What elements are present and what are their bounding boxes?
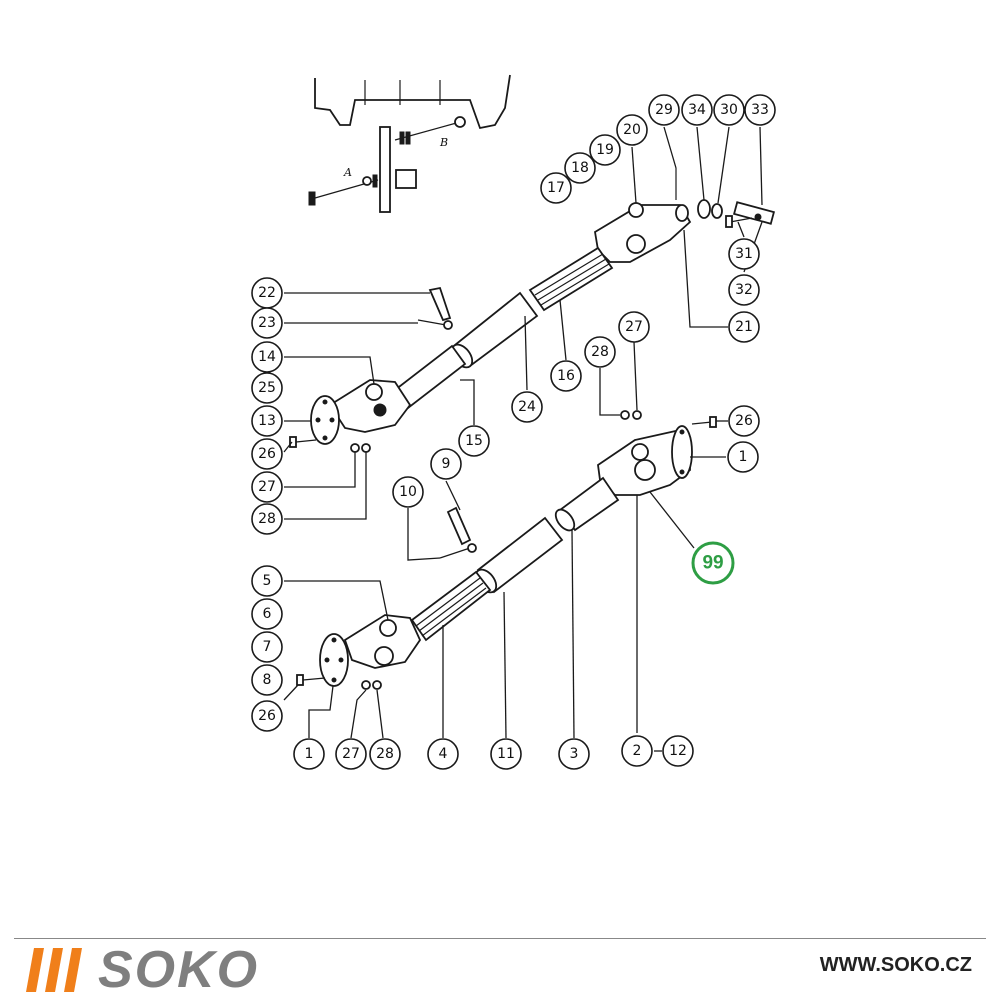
callout-28-lower: 28 xyxy=(369,738,401,770)
svg-text:12: 12 xyxy=(669,743,687,759)
footer: SOKO WWW.SOKO.CZ xyxy=(0,930,1000,1000)
lower-shaft-assembly xyxy=(296,410,717,690)
callout-20: 20 xyxy=(616,114,648,146)
svg-text:6: 6 xyxy=(263,606,272,622)
brand-name: SOKO xyxy=(98,941,260,999)
callout-99-highlight: 99 xyxy=(691,541,735,585)
view-label-a: A xyxy=(343,166,352,179)
callout-3: 3 xyxy=(558,738,590,770)
callout-31: 31 xyxy=(728,238,760,270)
svg-text:33: 33 xyxy=(751,102,769,118)
callouts: 29 34 30 33 20 19 18 17 31 32 21 22 23 1… xyxy=(251,94,776,770)
callout-12: 12 xyxy=(662,735,694,767)
callout-15: 15 xyxy=(458,425,490,457)
callout-24: 24 xyxy=(511,391,543,423)
upper-shaft-assembly xyxy=(289,168,776,453)
svg-text:26: 26 xyxy=(258,446,276,462)
callout-27-upper: 27 xyxy=(251,471,283,503)
callout-7: 7 xyxy=(251,631,283,663)
svg-text:32: 32 xyxy=(735,282,753,298)
svg-text:26: 26 xyxy=(258,708,276,724)
svg-text:31: 31 xyxy=(735,246,753,262)
svg-text:21: 21 xyxy=(735,319,753,335)
callout-10: 10 xyxy=(392,476,424,508)
svg-text:18: 18 xyxy=(571,160,589,176)
svg-text:2: 2 xyxy=(633,743,642,759)
svg-text:24: 24 xyxy=(518,399,536,415)
callout-28-upper: 28 xyxy=(251,503,283,535)
callout-30: 30 xyxy=(713,94,745,126)
svg-text:10: 10 xyxy=(399,484,417,500)
svg-text:13: 13 xyxy=(258,413,276,429)
svg-text:28: 28 xyxy=(258,511,276,527)
callout-27-right: 27 xyxy=(618,311,650,343)
svg-text:27: 27 xyxy=(625,319,643,335)
svg-text:11: 11 xyxy=(497,746,515,762)
svg-text:25: 25 xyxy=(258,380,276,396)
svg-text:3: 3 xyxy=(570,746,579,762)
svg-text:27: 27 xyxy=(258,479,276,495)
view-label-b: B xyxy=(439,136,448,149)
callout-21: 21 xyxy=(728,311,760,343)
svg-text:9: 9 xyxy=(442,456,451,472)
brand-logo: SOKO xyxy=(26,942,259,998)
callout-17: 17 xyxy=(540,172,572,204)
callout-26-right: 26 xyxy=(728,405,760,437)
callout-14: 14 xyxy=(251,341,283,373)
callout-23: 23 xyxy=(251,307,283,339)
tractor-mount-outline: A B xyxy=(308,74,511,213)
callout-26-lower: 26 xyxy=(251,700,283,732)
svg-text:29: 29 xyxy=(655,102,673,118)
svg-text:17: 17 xyxy=(547,180,565,196)
svg-text:28: 28 xyxy=(591,344,609,360)
svg-text:16: 16 xyxy=(557,368,575,384)
svg-text:7: 7 xyxy=(263,639,272,655)
callout-9: 9 xyxy=(430,448,462,480)
svg-text:1: 1 xyxy=(739,449,748,465)
svg-text:28: 28 xyxy=(376,746,394,762)
footer-divider xyxy=(14,938,986,939)
callout-1-right: 1 xyxy=(727,441,759,473)
svg-text:30: 30 xyxy=(720,102,738,118)
callout-2: 2 xyxy=(621,735,653,767)
callout-26-upper: 26 xyxy=(251,438,283,470)
website-url[interactable]: WWW.SOKO.CZ xyxy=(819,954,972,976)
svg-text:34: 34 xyxy=(688,102,706,118)
brand-stripes-icon xyxy=(26,948,82,992)
svg-text:14: 14 xyxy=(258,349,276,365)
callout-13: 13 xyxy=(251,405,283,437)
svg-text:15: 15 xyxy=(465,433,483,449)
callout-8: 8 xyxy=(251,664,283,696)
svg-text:27: 27 xyxy=(342,746,360,762)
callout-34: 34 xyxy=(681,94,713,126)
callout-5: 5 xyxy=(251,565,283,597)
callout-16: 16 xyxy=(550,360,582,392)
callout-22: 22 xyxy=(251,277,283,309)
svg-text:99: 99 xyxy=(702,553,723,574)
svg-text:19: 19 xyxy=(596,142,614,158)
callout-18: 18 xyxy=(564,152,596,184)
exploded-parts-diagram: A B xyxy=(251,74,776,770)
callout-6: 6 xyxy=(251,598,283,630)
svg-text:23: 23 xyxy=(258,315,276,331)
callout-28-right: 28 xyxy=(584,336,616,368)
callout-1-lower: 1 xyxy=(293,738,325,770)
callout-33: 33 xyxy=(744,94,776,126)
svg-text:5: 5 xyxy=(263,573,272,589)
svg-text:1: 1 xyxy=(305,746,314,762)
callout-19: 19 xyxy=(589,134,621,166)
callout-29: 29 xyxy=(648,94,680,126)
svg-text:20: 20 xyxy=(623,122,641,138)
svg-text:8: 8 xyxy=(263,672,272,688)
leader-lines xyxy=(266,126,763,752)
svg-text:4: 4 xyxy=(439,746,448,762)
callout-25: 25 xyxy=(251,372,283,404)
callout-11: 11 xyxy=(490,738,522,770)
callout-4: 4 xyxy=(427,738,459,770)
svg-text:22: 22 xyxy=(258,285,276,301)
svg-text:26: 26 xyxy=(735,413,753,429)
callout-32: 32 xyxy=(728,274,760,306)
callout-27-lower: 27 xyxy=(335,738,367,770)
